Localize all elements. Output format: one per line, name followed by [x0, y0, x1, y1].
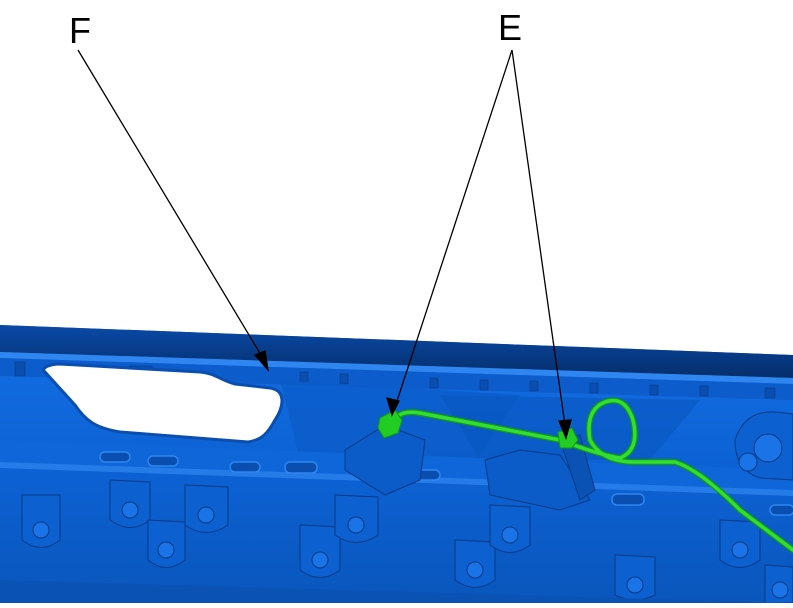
leader-line-e1 [395, 49, 513, 405]
callout-label-f: F [69, 10, 91, 51]
arrowhead-e1 [386, 397, 400, 417]
arrowhead-f [253, 350, 269, 373]
wiring-harness [377, 397, 793, 553]
leader-line-e2 [511, 49, 566, 426]
pivot-boss [734, 411, 793, 481]
connector-e2 [557, 427, 579, 449]
leader-line-f [77, 49, 265, 361]
handle-opening [42, 362, 284, 444]
callout-label-e: E [498, 7, 523, 48]
leader-lines [77, 49, 572, 440]
arrowhead-e2 [558, 419, 572, 440]
